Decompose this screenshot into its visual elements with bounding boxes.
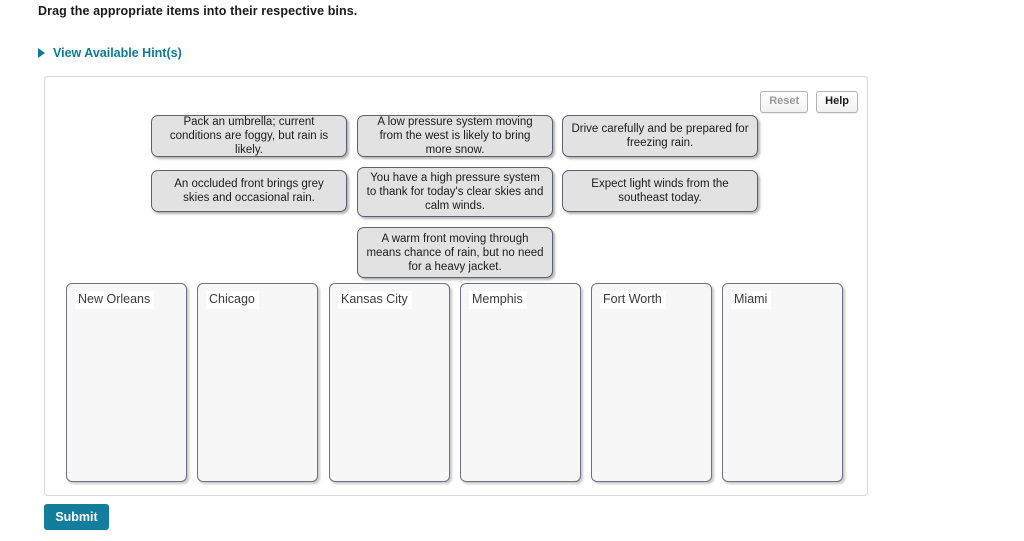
submit-button[interactable]: Submit [44,504,109,530]
draggable-item[interactable]: A low pressure system moving from the we… [357,115,553,157]
triangle-right-icon [38,48,45,58]
view-hints-label: View Available Hint(s) [53,46,182,60]
reset-button[interactable]: Reset [760,91,809,113]
drop-bin[interactable]: Miami [722,283,843,482]
panel-toolbar: Reset Help [760,91,858,113]
draggable-item[interactable]: A warm front moving through means chance… [357,227,553,278]
draggable-item[interactable]: An occluded front brings grey skies and … [151,170,347,212]
draggable-item[interactable]: You have a high pressure system to thank… [357,167,553,217]
drop-bin[interactable]: Memphis [460,283,581,482]
drop-bin[interactable]: New Orleans [66,283,187,482]
view-hints-link[interactable]: View Available Hint(s) [38,46,182,60]
help-button[interactable]: Help [816,91,858,113]
draggable-item[interactable]: Pack an umbrella; current conditions are… [151,115,347,157]
draggable-item[interactable]: Expect light winds from the southeast to… [562,170,758,212]
draggable-item[interactable]: Drive carefully and be prepared for free… [562,115,758,157]
bin-label: Chicago [206,291,259,309]
bin-label: Fort Worth [600,291,666,309]
bin-label: New Orleans [75,291,155,309]
bin-label: Memphis [469,291,527,309]
bin-label: Miami [731,291,772,309]
page-title: Drag the appropriate items into their re… [38,4,358,18]
drop-bin[interactable]: Kansas City [329,283,450,482]
drop-bin[interactable]: Fort Worth [591,283,712,482]
drop-bin[interactable]: Chicago [197,283,318,482]
bin-label: Kansas City [338,291,412,309]
